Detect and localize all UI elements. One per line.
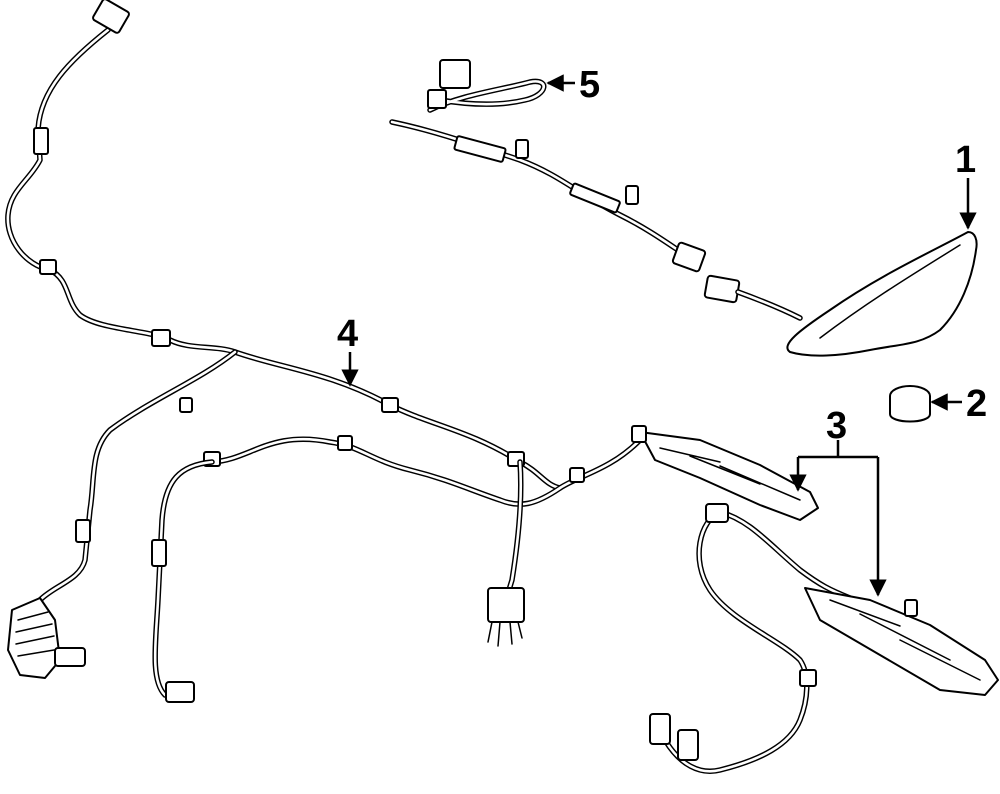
shark-fin-antenna bbox=[786, 231, 978, 357]
svg-text:1: 1 bbox=[955, 139, 976, 181]
callout-1: 1 bbox=[955, 139, 977, 230]
callout-3: 3 bbox=[789, 405, 887, 597]
svg-text:3: 3 bbox=[826, 405, 847, 447]
callout-4: 4 bbox=[337, 313, 359, 387]
antenna-amplifier-modules bbox=[631, 425, 999, 774]
callout-5: 5 bbox=[546, 64, 600, 106]
main-wiring-harness bbox=[5, 0, 643, 703]
callout-2: 2 bbox=[930, 383, 987, 425]
mounting-nut bbox=[889, 385, 931, 423]
svg-text:5: 5 bbox=[579, 64, 600, 106]
svg-text:2: 2 bbox=[966, 383, 987, 425]
svg-text:4: 4 bbox=[337, 313, 358, 355]
antenna-cable bbox=[389, 59, 803, 321]
